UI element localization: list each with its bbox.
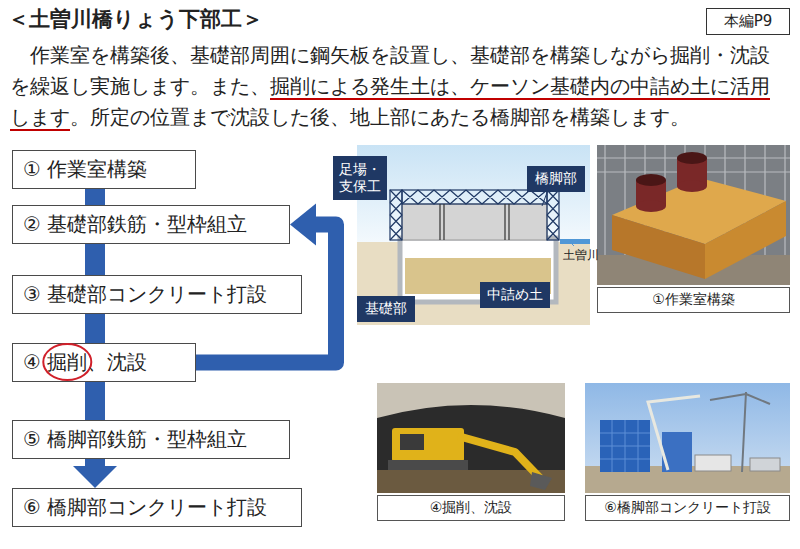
- scaffold-brace: [402, 190, 547, 204]
- place-label: 土曽川: [563, 248, 599, 262]
- box-text: ② 基礎部鉄筋・型枠組立: [23, 211, 247, 238]
- box-text: ①作業室構築: [652, 291, 735, 309]
- process-box: ① 作業室構築: [12, 150, 196, 189]
- part-tag: 橋脚部: [527, 166, 585, 192]
- scaffold-deck: [402, 190, 547, 204]
- excavator-body: [392, 428, 464, 462]
- leader-line: [572, 244, 574, 246]
- box-text: ④掘削、沈設: [430, 499, 513, 517]
- box-text: ③ 基礎部コンクリート打設: [23, 281, 267, 308]
- scaffold-sheet: [600, 420, 650, 472]
- flow-arrow: [95, 314, 96, 343]
- box-text: 本編P9: [724, 12, 773, 31]
- box-text: ⑥ 橋脚部コンクリート打設: [23, 494, 267, 521]
- photo-caption: ④掘削、沈設: [377, 495, 565, 521]
- page-ref-box: 本編P9: [706, 8, 790, 35]
- flow-arrow: [95, 244, 96, 275]
- part-tag: 中詰め土: [480, 282, 550, 308]
- excavator-base: [388, 460, 468, 470]
- label-block: 土曽川: [563, 247, 599, 264]
- box-text: ⑤ 橋脚部鉄筋・型枠組立: [23, 426, 247, 453]
- leader-line: [542, 190, 548, 206]
- pier: [402, 204, 547, 240]
- highlight-ellipse: [43, 344, 91, 380]
- arrow-shaft: [85, 189, 105, 205]
- scaffold-lines: [597, 145, 790, 285]
- shaft: [636, 200, 666, 212]
- arrow-shaft: [85, 382, 105, 420]
- arrow-shaft: [85, 459, 105, 466]
- shaft: [677, 180, 707, 192]
- box-text: 基礎部: [365, 300, 407, 318]
- box-text: ① 作業室構築: [23, 156, 147, 183]
- photo-background: [377, 383, 565, 493]
- photo-caption: ⑥橋脚部コンクリート打設: [585, 495, 790, 521]
- body-paragraph: 作業室を構築後、基礎部周囲に鋼矢板を設置し、基礎部を構築しながら掘削・沈設を繰返…: [10, 40, 782, 133]
- box-text: ⑥橋脚部コンクリート打設: [604, 499, 771, 517]
- process-box: ④ 掘削、沈設: [12, 343, 196, 382]
- excavator-cab: [400, 434, 424, 450]
- scaffold: [390, 190, 559, 240]
- photo-excavation: [377, 383, 565, 493]
- flow-arrow: [73, 459, 117, 488]
- truck: [750, 458, 780, 471]
- body-text: 。所定の位置まで沈設した後、地上部にあたる橋脚部を構築します。: [70, 105, 690, 129]
- scaffold-brace: [547, 190, 559, 240]
- process-box: ② 基礎部鉄筋・型枠組立: [12, 205, 290, 244]
- box-text: 中詰め土: [487, 286, 543, 304]
- process-box: ③ 基礎部コンクリート打設: [12, 275, 302, 314]
- caisson-illustration: [357, 145, 590, 325]
- arrow-shaft: [85, 314, 105, 343]
- scaffold-tower: [547, 190, 559, 240]
- flow-arrow: [95, 382, 96, 420]
- box-text: ④ 掘削、沈設: [23, 349, 147, 376]
- shaft-top: [636, 174, 666, 186]
- photo-background: [597, 145, 790, 285]
- box-text: 橋脚部: [535, 170, 577, 188]
- title-block: ＜土曽川橋りょう下部工＞: [8, 5, 263, 33]
- sheet-grid: [600, 420, 650, 472]
- caisson-front: [612, 215, 705, 279]
- part-tag: 基礎部: [357, 296, 415, 322]
- river: [560, 239, 590, 244]
- arrow-shaft: [85, 244, 105, 275]
- scaffold-brace: [390, 190, 402, 240]
- support-post: [440, 204, 509, 240]
- photo-pier-concrete: [585, 383, 790, 493]
- chamber-ceiling: [377, 383, 565, 418]
- shaft-top: [677, 152, 707, 164]
- scaffold-tower: [390, 190, 402, 240]
- process-box: ⑤ 橋脚部鉄筋・型枠組立: [12, 420, 290, 459]
- excavator-bucket: [530, 472, 552, 490]
- photo-work-chamber: [597, 145, 790, 285]
- part-tag: 足場・支保工: [333, 156, 387, 200]
- photo-caption: ①作業室構築: [597, 287, 790, 313]
- box-text: 足場・支保工: [338, 161, 382, 196]
- sky: [357, 145, 590, 242]
- caisson-side: [705, 201, 786, 279]
- excavator-arm: [458, 436, 540, 478]
- process-box: ⑥ 橋脚部コンクリート打設: [12, 488, 302, 527]
- soil: [377, 470, 565, 493]
- title: ＜土曽川橋りょう下部工＞: [8, 7, 263, 31]
- pump-boom: [648, 396, 700, 470]
- arrow-head: [290, 204, 316, 246]
- arrow-head: [73, 466, 117, 488]
- truck: [695, 455, 731, 471]
- flow-arrow: [95, 189, 96, 205]
- sky: [585, 383, 790, 493]
